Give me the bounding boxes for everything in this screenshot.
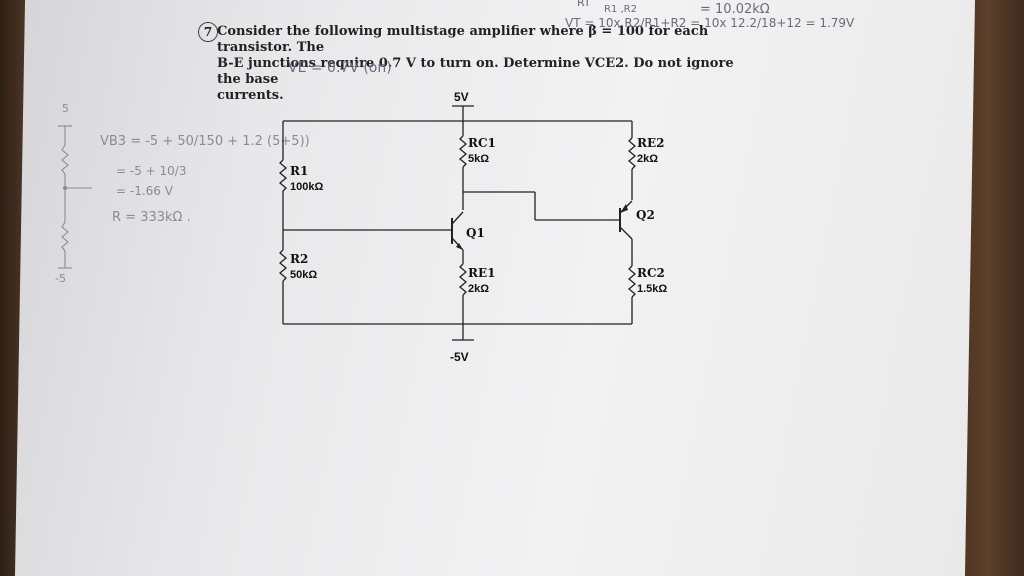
re1-label: RE1 [468,266,496,280]
rc1-value: 5kΩ [468,153,490,165]
rc1-label: RC1 [468,136,496,150]
r2-label: R2 [290,252,309,266]
q2-label: Q2 [636,208,655,222]
re1-resistor [458,263,468,296]
hw-rail-bottom: -5 [55,272,66,285]
hw-req: R = 333kΩ . [112,210,191,225]
hw-top-formula: R1 ,R2 [604,4,637,15]
q1-label: Q1 [466,226,485,240]
hw-rail-top: 5 [62,102,69,115]
question-line-1: Consider the following multistage amplif… [217,24,709,55]
hw-step2: = -5 + 10/3 [116,164,187,178]
hw-rt: RT [577,0,591,9]
hw-ve-note: VE = 0.7V (on) [288,60,392,76]
hw-vb3: VB3 = -5 + 50/150 + 1.2 (5+5)) [100,134,310,149]
rc2-label: RC2 [637,266,665,280]
re2-resistor [627,137,637,170]
rc2-value: 1.5kΩ [637,283,668,295]
r2-resistor [278,249,288,282]
vcc-label: 5V [454,90,469,104]
r2-value: 50kΩ [290,269,318,281]
question-number: 7 [198,22,218,42]
q1-emitter-arrow [456,243,463,250]
r1-value: 100kΩ [290,181,324,193]
r1-resistor [278,159,288,192]
r1-label: R1 [290,164,309,178]
hw-top-value: = 10.02kΩ [700,2,770,17]
vee-label: -5V [450,350,469,364]
hw-step3: = -1.66 V [116,184,173,198]
q2-collector [619,226,633,240]
re1-value: 2kΩ [468,283,490,295]
rc2-resistor [627,265,637,298]
q2-emitter-arrow [620,204,628,213]
re2-label: RE2 [637,136,665,150]
question-line-3: currents. [217,88,284,103]
question-line-2: B-E junctions require 0.7 V to turn on. … [217,56,734,87]
re2-value: 2kΩ [637,153,659,165]
question-text: Consider the following multistage amplif… [217,24,757,104]
q1-collector [451,211,464,225]
rc1-resistor [458,135,468,168]
hw-vt-line: VT = 10x R2/R1+R2 = 10x 12.2/18+12 = 1.7… [565,16,855,30]
